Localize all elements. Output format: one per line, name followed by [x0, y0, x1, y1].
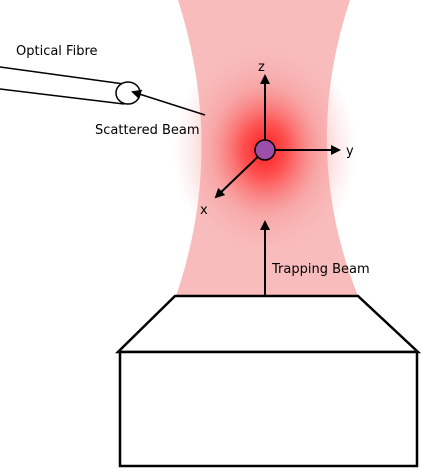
scattered-beam-arrow — [131, 89, 206, 116]
microscope-base — [118, 350, 419, 468]
scattered-beam-label: Scattered Beam — [95, 123, 200, 138]
trapping-beam-label: Trapping Beam — [271, 262, 370, 277]
z-axis-label: z — [258, 60, 265, 75]
x-axis-label: x — [200, 203, 208, 218]
y-axis-label: y — [346, 144, 354, 159]
trapped-particle — [254, 139, 276, 161]
optical-fibre-bottom-edge — [0, 88, 125, 105]
x-axis-arrow — [214, 149, 266, 199]
objective-lens-housing — [114, 294, 421, 354]
optical-fibre-top-edge — [0, 66, 125, 85]
optical-fibre-label: Optical Fibre — [16, 44, 98, 59]
